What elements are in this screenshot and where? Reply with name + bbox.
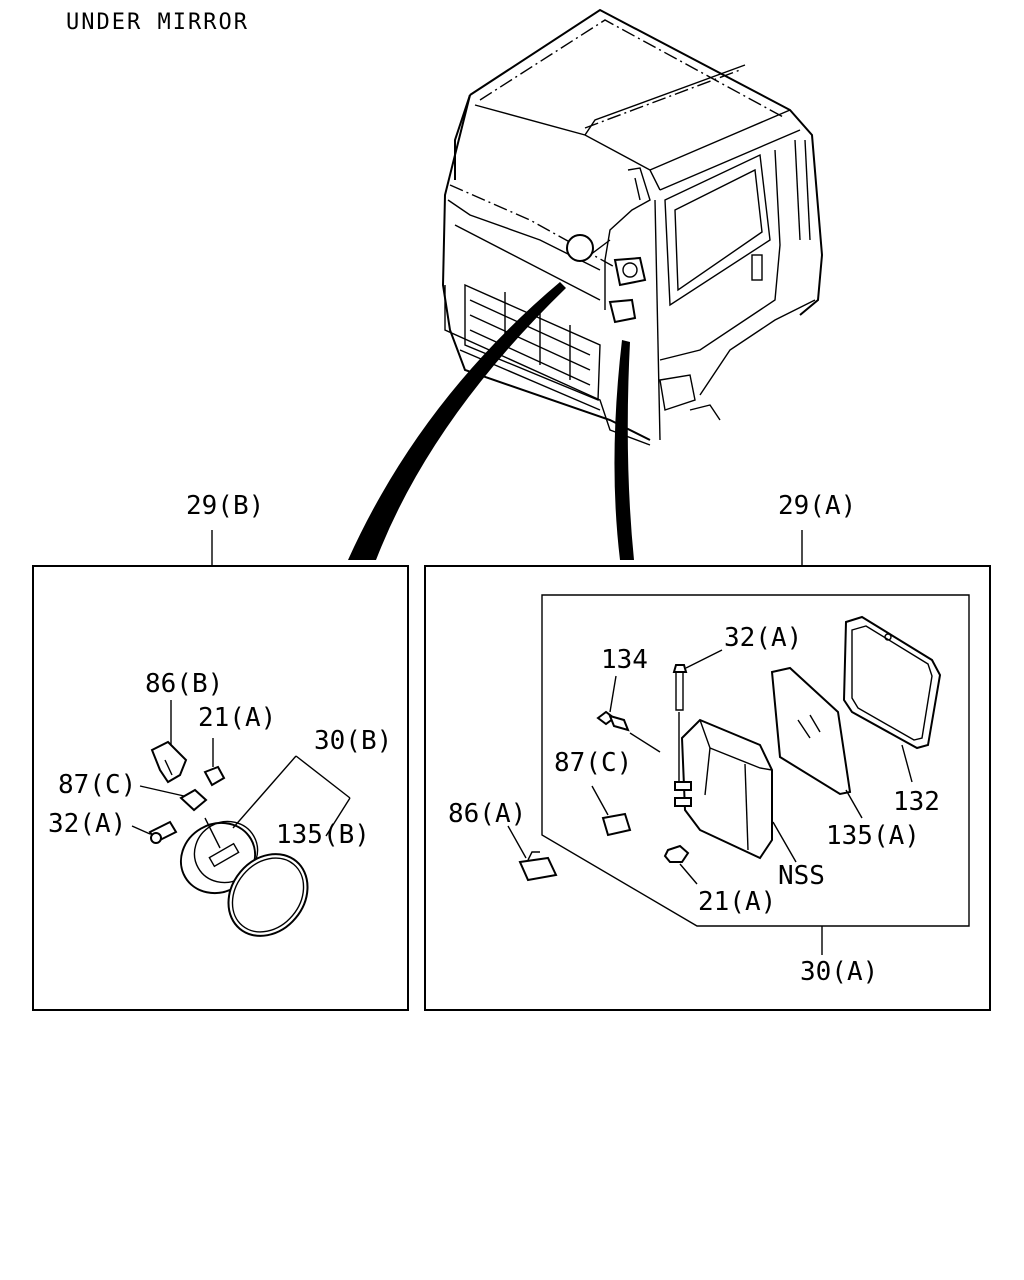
bracket-86a [518,856,558,882]
label-nss: NSS [778,861,825,891]
mirror-glass-135a [770,666,852,796]
label-29b: 29(B) [186,491,264,521]
bracket-86b [150,740,188,784]
round-glass-135b [227,853,309,937]
label-87c-right: 87(C) [554,748,632,778]
label-32a-right: 32(A) [724,623,802,653]
label-135b: 135(B) [276,820,370,850]
nut-21a-left [203,765,226,787]
diagram-title: UNDER MIRROR [66,10,249,35]
panel-29a: 29(A) 30(A) 32(A) 134 87(C) 86(A) [424,491,991,1011]
truck-cab-illustration [441,8,824,446]
leader-cable-right [614,340,634,560]
label-86b: 86(B) [145,669,223,699]
label-30b: 30(B) [314,726,392,756]
label-86a: 86(A) [448,799,526,829]
leader-cable-left [348,282,566,560]
clip-87c-left [179,788,208,812]
panel-29b: 29(B) 86(B) 21(A) 87(C) 32(A) 30(B) 135( [32,491,409,1011]
label-21a-right: 21(A) [698,887,776,917]
label-32a-left: 32(A) [48,809,126,839]
mirror-housing-nss [680,718,773,860]
label-134: 134 [601,645,648,675]
label-30a: 30(A) [800,957,878,987]
label-29a: 29(A) [778,491,856,521]
label-132: 132 [893,787,940,817]
label-135a: 135(A) [826,821,920,851]
label-21a-left: 21(A) [198,703,276,733]
bolt-32a-right [672,664,688,673]
frame-seal-132 [842,615,942,750]
clip-87c-right [601,812,632,837]
label-87c-left: 87(C) [58,770,136,800]
subassembly-box-30a [541,594,970,927]
nut-21a-right [663,844,690,863]
